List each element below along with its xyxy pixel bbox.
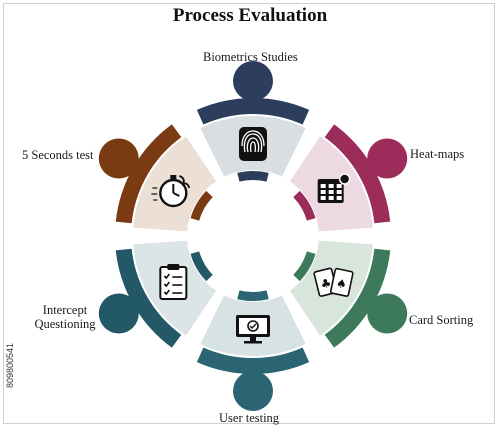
segment-intercept-questioning bbox=[98, 240, 217, 348]
segment-head bbox=[367, 293, 408, 334]
segment-head bbox=[98, 293, 139, 334]
segment-head bbox=[233, 61, 273, 101]
diagram-title: Process Evaluation bbox=[172, 5, 328, 26]
segment-outer-band bbox=[324, 248, 391, 348]
segment-biometrics-studies bbox=[196, 61, 310, 182]
svg-text:♠: ♠ bbox=[335, 276, 348, 292]
stock-id: 809800541 bbox=[5, 342, 15, 388]
segment-inner-arc bbox=[293, 251, 316, 282]
segment-head bbox=[367, 138, 408, 179]
segment-inner-arc bbox=[293, 190, 316, 221]
segment-heat-maps bbox=[289, 124, 408, 232]
segment-outer-band bbox=[115, 248, 182, 348]
segment-card-sorting: ♣ ♠ bbox=[289, 240, 408, 348]
monitor-icon bbox=[236, 315, 270, 344]
image-frame bbox=[3, 3, 495, 424]
grid-calendar-icon bbox=[317, 173, 351, 203]
label-user-testing: User testing bbox=[219, 411, 280, 425]
fingerprint-icon bbox=[239, 127, 267, 161]
playing-cards-icon: ♣ ♠ bbox=[313, 267, 354, 297]
segment-outer-band bbox=[196, 347, 310, 375]
segment-head bbox=[233, 371, 273, 411]
label-intercept-questioning: Intercept Questioning bbox=[34, 303, 96, 331]
clipboard-checklist-icon bbox=[159, 264, 188, 300]
label-5-seconds-test: 5 Seconds test bbox=[22, 148, 94, 162]
svg-text:♣: ♣ bbox=[319, 276, 333, 292]
segment-head bbox=[98, 138, 139, 179]
label-biometrics-studies: Biometrics Studies bbox=[203, 50, 298, 64]
label-card-sorting: Card Sorting bbox=[409, 313, 474, 327]
label-heat-maps: Heat-maps bbox=[410, 147, 465, 161]
segment-inner-arc bbox=[190, 190, 213, 221]
segment-outer-band bbox=[196, 97, 310, 125]
stopwatch-icon bbox=[151, 175, 191, 208]
segment-user-testing bbox=[196, 290, 310, 411]
segment-inner-arc bbox=[237, 170, 269, 182]
segment-inner-arc bbox=[190, 251, 213, 282]
segment-outer-band bbox=[324, 124, 391, 224]
segment-5-seconds-test bbox=[98, 124, 217, 232]
segment-inner-arc bbox=[237, 290, 269, 301]
segment-outer-band bbox=[115, 124, 182, 224]
